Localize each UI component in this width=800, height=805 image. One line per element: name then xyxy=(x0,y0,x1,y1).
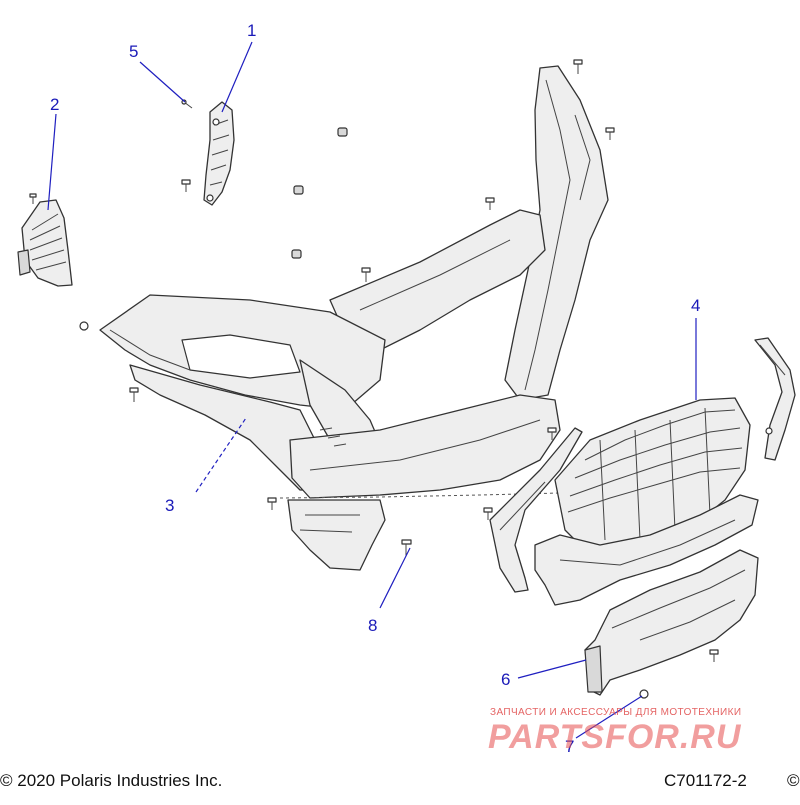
copyright-mark: © xyxy=(787,771,800,790)
leader-5 xyxy=(139,61,186,103)
bolt xyxy=(765,427,773,435)
bolt xyxy=(79,321,89,331)
bolt xyxy=(129,387,139,402)
clip-nut xyxy=(291,249,302,259)
bolt xyxy=(29,193,37,204)
leader-8 xyxy=(379,547,411,609)
part-2-side-vent xyxy=(17,199,73,287)
leader-lines xyxy=(47,41,697,739)
bolt xyxy=(485,197,495,210)
leader-6 xyxy=(517,659,587,679)
left-trim-strip xyxy=(489,427,583,593)
bolt xyxy=(361,267,371,282)
bolt xyxy=(181,179,191,192)
bolt xyxy=(483,507,493,520)
callout-1[interactable]: 1 xyxy=(247,21,257,40)
fasteners xyxy=(29,59,773,699)
callout-5[interactable]: 5 xyxy=(129,42,139,61)
callout-2[interactable]: 2 xyxy=(50,95,60,114)
leader-3 xyxy=(195,417,247,493)
part-3-front-bumper-frame xyxy=(99,65,609,571)
callout-4[interactable]: 4 xyxy=(691,296,701,315)
bolt xyxy=(605,127,615,140)
leader-2 xyxy=(47,113,57,211)
part-4-front-grille xyxy=(534,397,759,606)
callout-7[interactable]: 7 xyxy=(565,737,575,756)
copyright-text: © 2020 Polaris Industries Inc. xyxy=(0,771,223,790)
right-trim-strip xyxy=(754,337,796,461)
callout-3[interactable]: 3 xyxy=(165,496,175,515)
callout-8[interactable]: 8 xyxy=(368,616,378,635)
bolt xyxy=(267,497,277,510)
part-1-mount-bracket xyxy=(203,101,235,206)
bolt xyxy=(709,649,719,662)
bolt xyxy=(401,539,412,556)
watermark-tagline: ЗАПЧАСТИ И АКСЕССУАРЫ ДЛЯ МОТОТЕХНИКИ xyxy=(490,707,742,718)
leader-7 xyxy=(575,695,643,739)
leader-1 xyxy=(221,41,253,113)
bolt xyxy=(547,427,557,440)
diagram-code: C701172-2 xyxy=(664,771,747,790)
callout-6[interactable]: 6 xyxy=(501,670,511,689)
part-6-skid-plate xyxy=(584,549,759,696)
bolt xyxy=(573,59,583,74)
clip-nut xyxy=(293,185,304,195)
clip-nut xyxy=(337,127,348,137)
watermark-brand: PARTSFOR.RU xyxy=(488,718,742,756)
